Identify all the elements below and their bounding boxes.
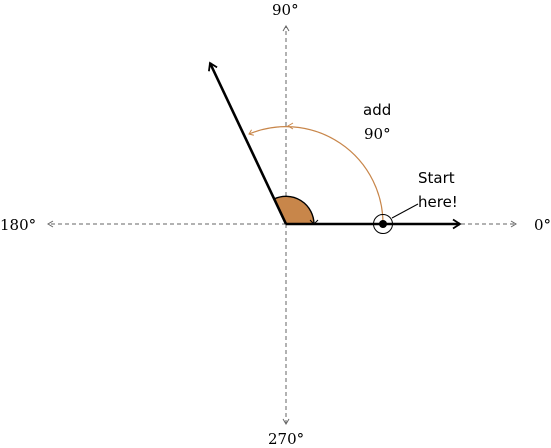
start-callout-line [391, 203, 419, 219]
axis-label-180: 180° [0, 216, 36, 234]
start-point-dot [379, 220, 387, 228]
start-point-ring [373, 214, 393, 234]
start-note-line-1: Start [418, 169, 455, 187]
rotation-arc [248, 126, 384, 225]
rotation-arc-midpoint-arrow [287, 122, 294, 130]
add-note-line-1: add [363, 101, 391, 119]
add-note-line-2: 90° [364, 125, 391, 143]
start-note-line-2: here! [418, 193, 458, 211]
terminal-ray [208, 61, 288, 225]
axis-label-0: 0° [534, 216, 551, 234]
axis-label-90: 90° [272, 1, 299, 19]
axis-label-270: 270° [268, 430, 304, 448]
